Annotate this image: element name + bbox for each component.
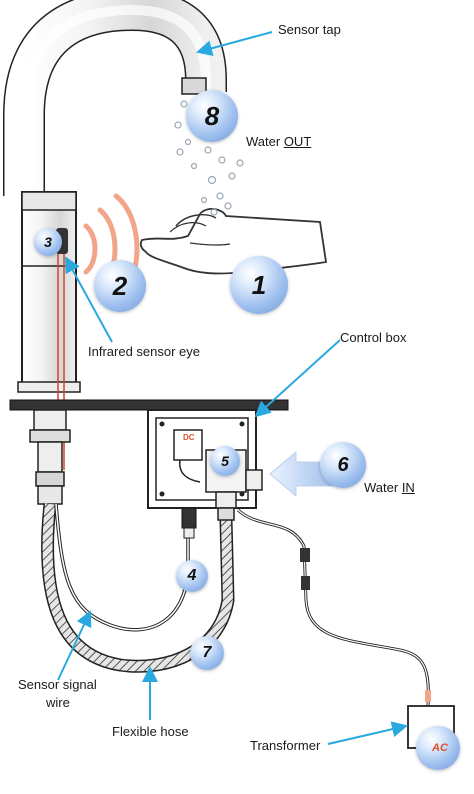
label-water-in: Water IN <box>364 480 415 495</box>
marker-2: 2 <box>94 260 146 312</box>
label-water-out: Water OUT <box>246 134 311 149</box>
marker-1: 1 <box>230 256 288 314</box>
water-out-prefix: Water <box>246 134 284 149</box>
water-in-emph: IN <box>401 480 415 495</box>
water-in-arrow <box>269 450 337 498</box>
water-out-emph: OUT <box>283 134 312 149</box>
label-transformer: Transformer <box>250 738 321 753</box>
transformer-cable <box>236 508 430 707</box>
marker-7: 7 <box>190 636 224 670</box>
label-flexible-hose: Flexible hose <box>112 724 189 739</box>
tap-body <box>21 191 77 391</box>
countertop <box>9 399 289 411</box>
infrared-eye-pointer <box>65 256 113 343</box>
dc-label: DC <box>183 433 195 442</box>
marker-ac <box>416 726 460 770</box>
sensor-wire-pointer <box>57 610 92 681</box>
label-sensor-signal-wire: Sensor signal wire <box>18 676 97 712</box>
label-sensor-tap: Sensor tap <box>278 22 341 37</box>
marker-5: 5 <box>210 446 240 476</box>
marker-3: 3 <box>34 228 62 256</box>
hand <box>139 208 328 275</box>
sensor-signal-line2: wire <box>46 695 70 710</box>
sensor-signal-line1: Sensor signal <box>18 677 97 692</box>
ac-label: AC <box>432 742 448 754</box>
sensor-signal-wire <box>54 503 190 632</box>
dc-module <box>173 429 203 461</box>
label-infrared-sensor-eye: Infrared sensor eye <box>88 344 201 359</box>
marker-8: 8 <box>186 90 238 142</box>
sensor-tap-pointer <box>196 31 273 57</box>
marker-4: 4 <box>176 560 208 592</box>
water-droplets <box>174 100 244 216</box>
label-control-box: Control box <box>340 330 407 345</box>
marker-6: 6 <box>320 442 366 488</box>
water-in-prefix: Water <box>364 480 402 495</box>
transformer-pointer <box>327 721 408 745</box>
control-box-pointer <box>254 339 341 418</box>
